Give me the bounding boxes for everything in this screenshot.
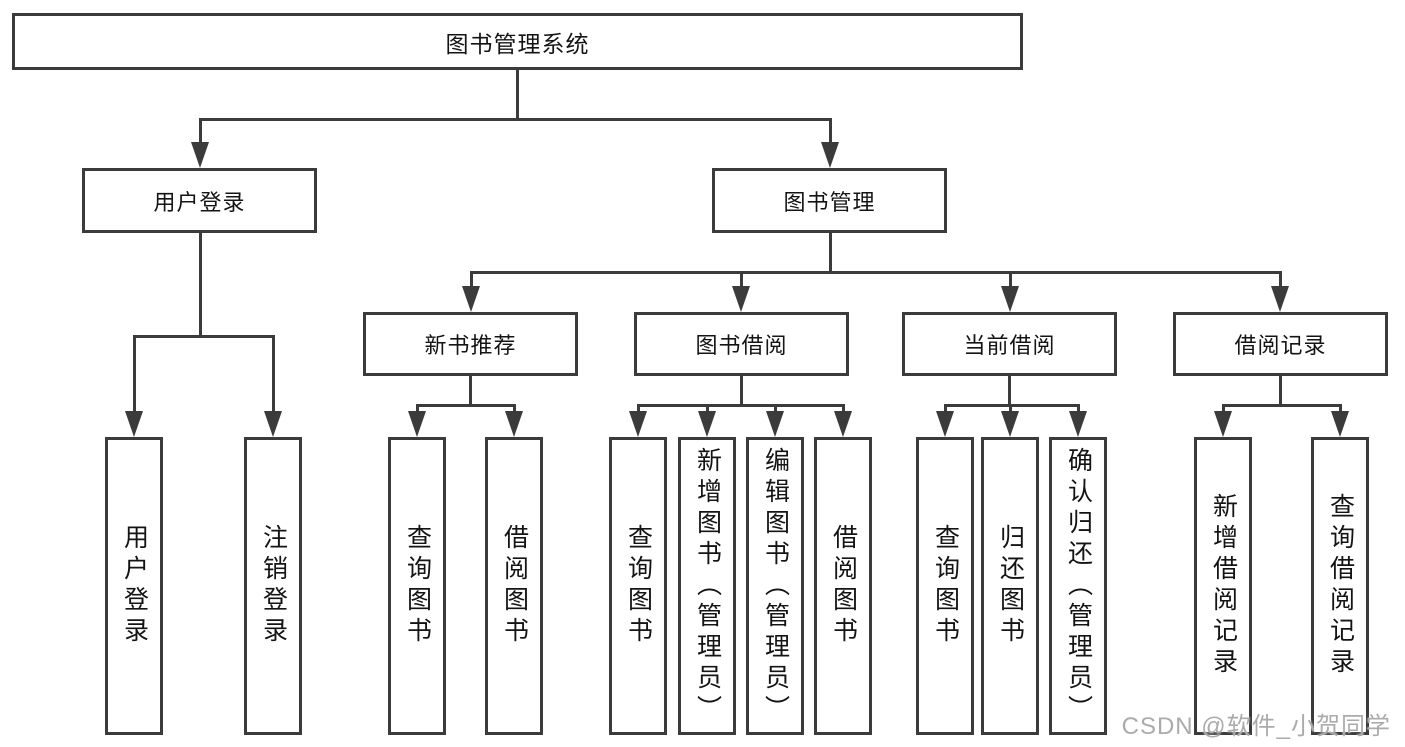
arrowhead-down (191, 142, 209, 168)
arrowhead-down (732, 286, 750, 312)
connector-stem (416, 404, 419, 413)
leaf-current-return-book: 归还图书 (981, 437, 1039, 735)
csdn-watermark: CSDN @软件_小贺同学 (1121, 713, 1391, 740)
leaf-current-confirm-return-admin: 确认归还（管理员） (1049, 437, 1107, 735)
leaf-login-user-login: 用户登录 (105, 437, 163, 735)
arrowhead-down (1214, 411, 1232, 437)
arrowhead-down (1001, 411, 1019, 437)
connector-current-stub (1008, 376, 1011, 405)
arrowhead-down (936, 411, 954, 437)
leaf-records-add-record: 新增借阅记录 (1194, 437, 1252, 735)
node-borrow-records: 借阅记录 (1173, 312, 1388, 376)
connector-stem-book-management (829, 118, 832, 146)
connector-level3-branch (470, 271, 1282, 274)
connector-stem (513, 404, 516, 413)
connector-stem (706, 404, 709, 413)
arrowhead-down (766, 411, 784, 437)
connector-stem (774, 404, 777, 413)
connector-management-stub (829, 233, 832, 272)
arrowhead-down (1331, 411, 1349, 437)
connector-stem-new-book (470, 271, 473, 288)
arrowhead-down (698, 411, 716, 437)
leaf-newbook-query-book: 查询图书 (388, 437, 446, 735)
connector-stem (1222, 404, 1225, 413)
node-current-borrow: 当前借阅 (902, 312, 1117, 376)
arrowhead-down (821, 142, 839, 168)
arrowhead-down (1001, 286, 1019, 312)
arrowhead-down (629, 411, 647, 437)
connector-stem (1077, 404, 1080, 413)
connector-level2-branch (199, 118, 832, 121)
node-user-login: 用户登录 (82, 168, 317, 233)
arrowhead-down (264, 411, 282, 437)
connector-newbook-branch (416, 404, 516, 407)
connector-stem-borrow-records (1279, 271, 1282, 288)
connector-stem (1009, 404, 1012, 413)
node-book-borrow: 图书借阅 (634, 312, 849, 376)
arrowhead-down (1271, 286, 1289, 312)
connector-stem (944, 404, 947, 413)
connector-login-stub (199, 233, 202, 336)
arrowhead-down (125, 411, 143, 437)
connector-newbook-stub (469, 376, 472, 405)
connector-stem-leaf-user-login (133, 335, 136, 413)
connector-borrow-stub (740, 376, 743, 405)
leaf-records-query-record: 查询借阅记录 (1311, 437, 1369, 735)
leaf-borrow-add-book-admin: 新增图书（管理员） (678, 437, 736, 735)
arrowhead-down (1069, 411, 1087, 437)
connector-stem-leaf-logout (272, 335, 275, 413)
leaf-current-query-book: 查询图书 (916, 437, 974, 735)
connector-stem-book-borrow (740, 271, 743, 288)
connector-records-branch (1222, 404, 1341, 407)
arrowhead-down (834, 411, 852, 437)
arrowhead-down (505, 411, 523, 437)
node-root-system: 图书管理系统 (12, 13, 1023, 70)
arrowhead-down (462, 286, 480, 312)
connector-login-branch (133, 335, 275, 338)
leaf-newbook-borrow-book: 借阅图书 (485, 437, 543, 735)
leaf-borrow-borrow-book: 借阅图书 (814, 437, 872, 735)
node-book-management: 图书管理 (712, 168, 947, 233)
node-new-book-recommend: 新书推荐 (363, 312, 578, 376)
leaf-login-logout: 注销登录 (244, 437, 302, 735)
leaf-borrow-query-book: 查询图书 (609, 437, 667, 735)
connector-stem (842, 404, 845, 413)
connector-records-stub (1279, 376, 1282, 405)
connector-root-stub (516, 69, 519, 119)
connector-stem-user-login (199, 118, 202, 146)
connector-stem (1339, 404, 1342, 413)
leaf-borrow-edit-book-admin: 编辑图书（管理员） (746, 437, 804, 735)
connector-stem (637, 404, 640, 413)
connector-stem-current-borrow (1009, 271, 1012, 288)
arrowhead-down (408, 411, 426, 437)
connector-borrow-branch (637, 404, 844, 407)
